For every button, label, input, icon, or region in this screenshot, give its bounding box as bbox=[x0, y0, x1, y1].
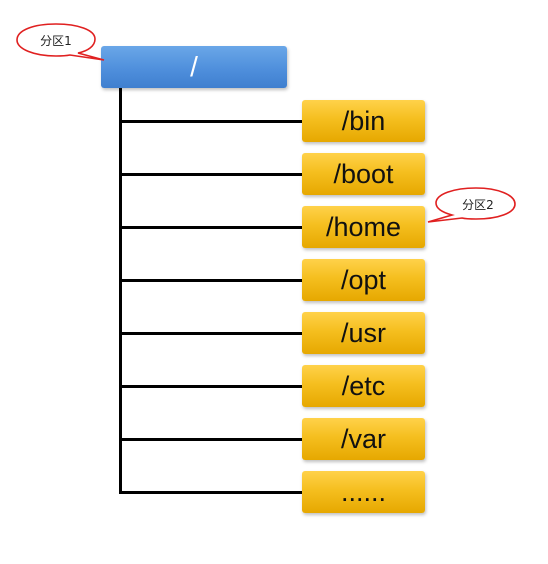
directory-node-etc: /etc bbox=[302, 365, 425, 407]
connector-usr bbox=[119, 332, 303, 335]
connector-home bbox=[119, 226, 303, 229]
partition2-callout: 分区2 bbox=[427, 186, 518, 223]
connector-more bbox=[119, 491, 303, 494]
directory-node-bin: /bin bbox=[302, 100, 425, 142]
connector-bin bbox=[119, 120, 303, 123]
callout-bubble-icon bbox=[427, 187, 516, 223]
tree-trunk-line bbox=[119, 88, 122, 494]
connector-etc bbox=[119, 385, 303, 388]
directory-node-home: /home bbox=[302, 206, 425, 248]
connector-boot bbox=[119, 173, 303, 176]
root-directory-node: / bbox=[101, 46, 287, 88]
partition1-label: 分区1 bbox=[40, 34, 72, 48]
directory-node-boot: /boot bbox=[302, 153, 425, 195]
partition1-callout: 分区1 bbox=[14, 22, 105, 61]
directory-node-opt: /opt bbox=[302, 259, 425, 301]
directory-node-usr: /usr bbox=[302, 312, 425, 354]
connector-opt bbox=[119, 279, 303, 282]
callout-bubble-icon bbox=[16, 23, 105, 61]
partition2-label: 分区2 bbox=[462, 198, 494, 212]
connector-var bbox=[119, 438, 303, 441]
directory-node-more: ...... bbox=[302, 471, 425, 513]
directory-node-var: /var bbox=[302, 418, 425, 460]
